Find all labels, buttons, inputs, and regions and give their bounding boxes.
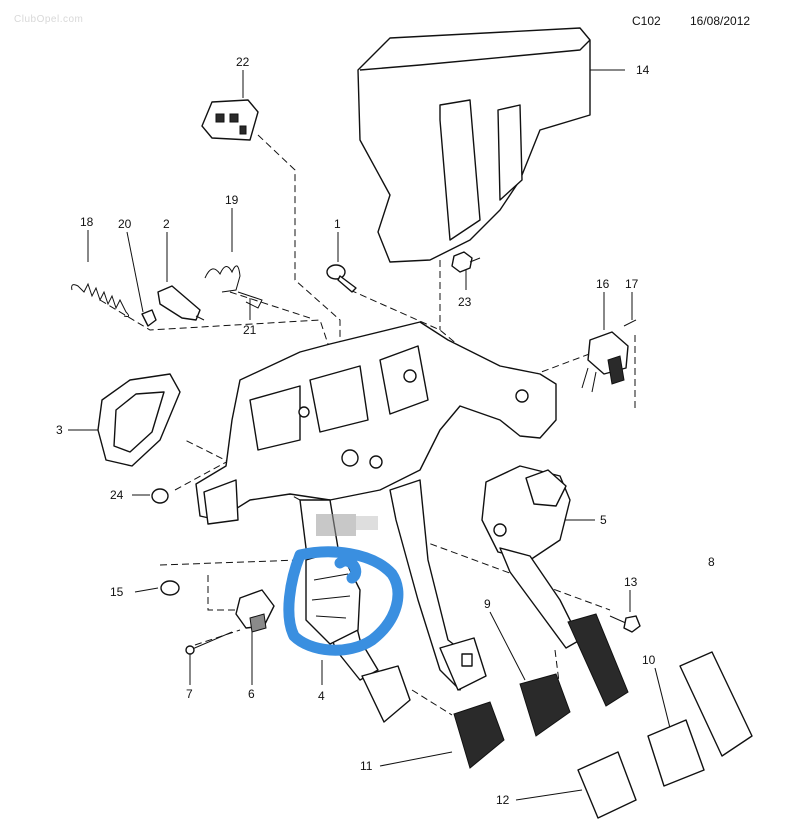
callout-7: 7 (186, 687, 193, 701)
callout-19: 19 (225, 193, 239, 207)
callout-21: 21 (243, 323, 257, 337)
pedal-bracket-part (195, 321, 557, 525)
diagram-date: 16/08/2012 (690, 14, 751, 28)
trim-cover-part (357, 27, 591, 263)
connector-part (201, 99, 259, 141)
leader-lines (68, 69, 671, 801)
bolt-part (326, 264, 357, 293)
watermark-logo: ClubOpel.com (14, 14, 84, 25)
callout-23: 23 (458, 295, 472, 309)
return-spring-part (71, 282, 130, 317)
callout-8: 8 (708, 555, 715, 569)
blurred-area (316, 514, 378, 536)
bushing-part (151, 488, 180, 596)
nut-part (451, 251, 481, 273)
pedal-sensor-part (581, 319, 637, 393)
accelerator-module-part (481, 465, 571, 561)
spring-clip-part (204, 265, 263, 309)
stop-light-switch-part (235, 589, 275, 633)
callout-10: 10 (642, 653, 656, 667)
callout-17: 17 (625, 277, 639, 291)
callout-13: 13 (624, 575, 638, 589)
callout-14: 14 (636, 63, 650, 77)
diagram-code: C102 (632, 14, 661, 28)
callout-22: 22 (236, 55, 250, 69)
callout-4: 4 (318, 689, 325, 703)
screw-part (185, 615, 641, 655)
callout-15: 15 (110, 585, 124, 599)
callout-9: 9 (484, 597, 491, 611)
callout-11: 11 (360, 759, 373, 773)
highlight-circle (283, 546, 404, 656)
callout-labels: 14 22 18 20 2 19 1 23 16 17 21 3 24 5 13… (56, 55, 715, 807)
callout-16: 16 (596, 277, 610, 291)
callout-12: 12 (496, 793, 510, 807)
pedal-pad-part (361, 613, 753, 819)
callout-20: 20 (118, 217, 132, 231)
callout-18: 18 (80, 215, 94, 229)
callout-24: 24 (110, 488, 124, 502)
callout-5: 5 (600, 513, 607, 527)
callout-1: 1 (334, 217, 341, 231)
callout-2: 2 (163, 217, 170, 231)
switch-part (157, 285, 205, 321)
callout-6: 6 (248, 687, 255, 701)
callout-3: 3 (56, 423, 63, 437)
gasket-part (97, 373, 181, 467)
clip-part (141, 309, 157, 327)
